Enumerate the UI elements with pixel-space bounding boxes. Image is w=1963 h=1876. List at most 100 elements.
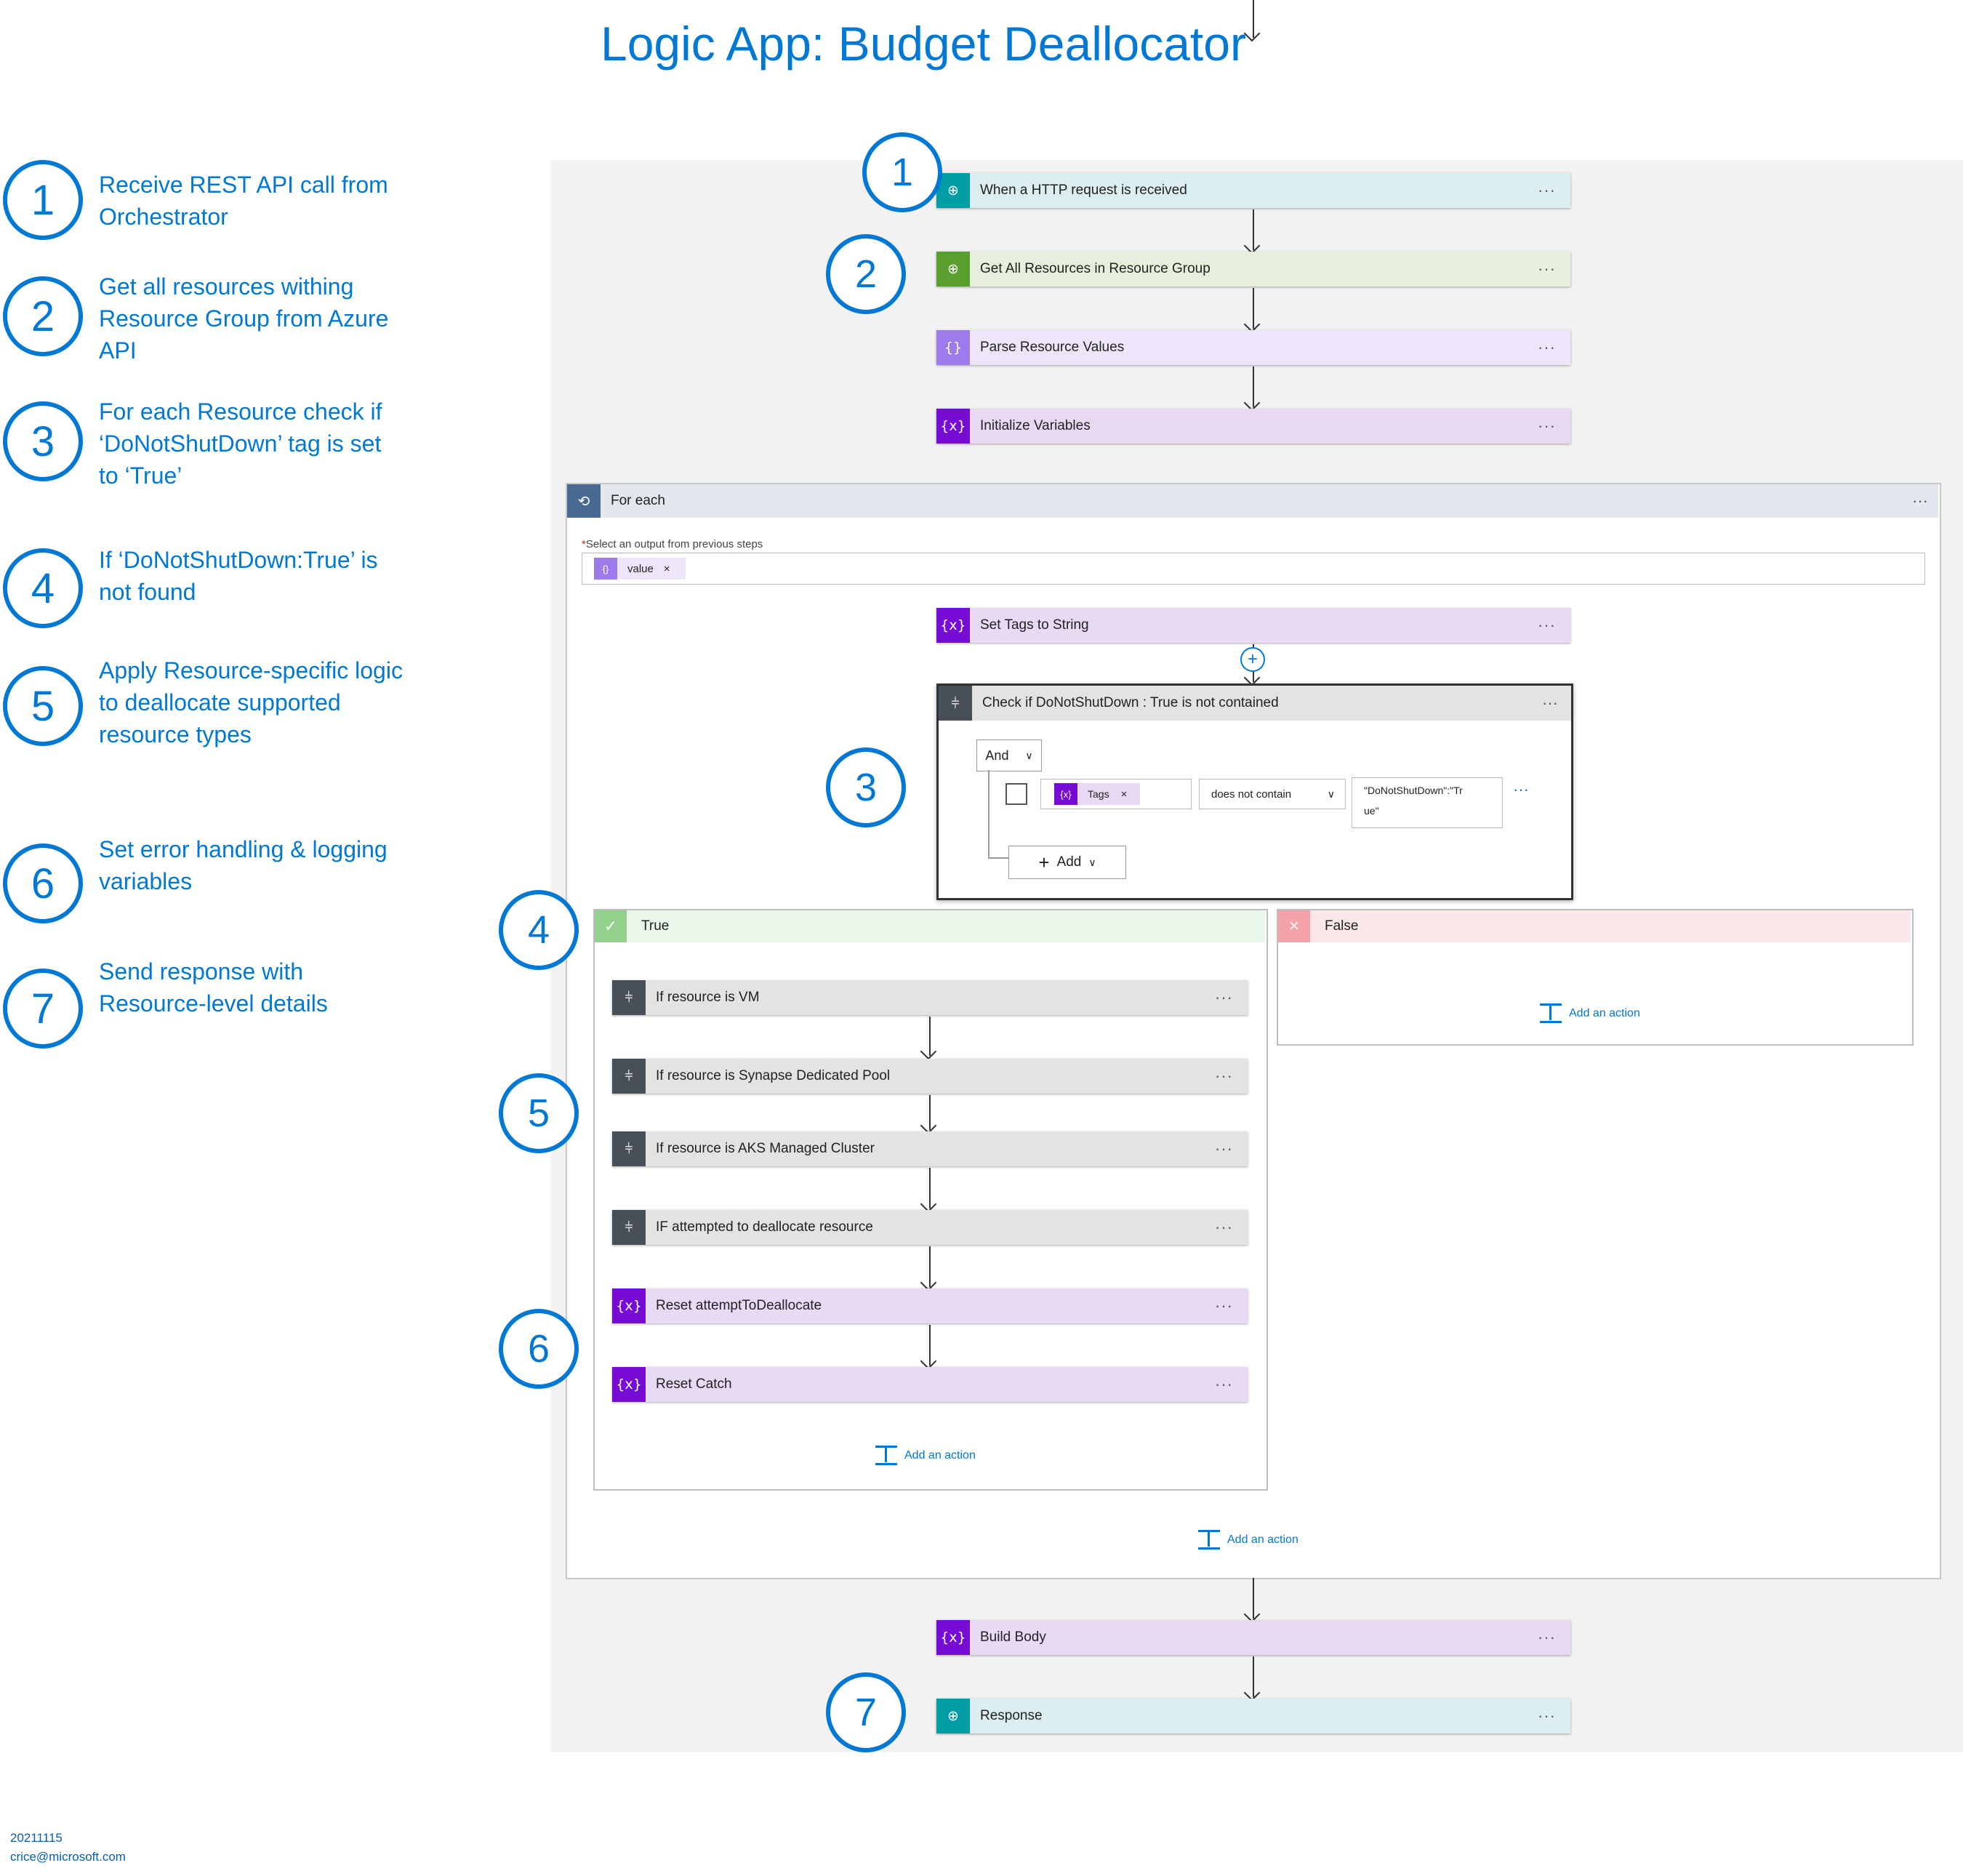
connector-arrow — [929, 1325, 931, 1366]
remove-token-icon[interactable]: × — [663, 562, 670, 575]
connector-arrow — [1253, 1578, 1254, 1619]
if-attempted-condition[interactable]: ⫩ IF attempted to deallocate resource ··… — [612, 1210, 1248, 1245]
action-title: Response — [980, 1708, 1043, 1723]
set-tags-action[interactable]: {x} Set Tags to String ··· — [936, 608, 1570, 643]
add-action-for-each[interactable]: Add an action — [1198, 1530, 1298, 1550]
legend-marker-6: 6 — [3, 843, 83, 923]
loop-icon: ⟲ — [567, 484, 601, 518]
condition-operand-right[interactable]: "DoNotShutDown":"Tr ue" — [1352, 777, 1503, 828]
more-options-icon[interactable]: ··· — [1215, 1218, 1233, 1236]
more-options-icon[interactable]: ··· — [1215, 1375, 1233, 1393]
if-aks-condition[interactable]: ⫩ If resource is AKS Managed Cluster ··· — [612, 1131, 1248, 1166]
condition-operand-left[interactable]: {x} Tags × — [1040, 779, 1192, 809]
legend-marker-3: 3 — [3, 401, 83, 481]
connector-arrow — [1253, 366, 1254, 407]
parse-json-icon: {} — [594, 558, 617, 580]
if-vm-condition[interactable]: ⫩ If resource is VM ··· — [612, 980, 1248, 1015]
operator-label: does not contain — [1211, 787, 1292, 801]
chevron-down-icon: ∨ — [1327, 787, 1335, 800]
condition-header[interactable]: ⫩ Check if DoNotShutDown : True is not c… — [939, 686, 1571, 721]
reset-attempt-action[interactable]: {x} Reset attemptToDeallocate ··· — [612, 1288, 1248, 1323]
action-title: If resource is AKS Managed Cluster — [656, 1141, 875, 1156]
add-action-true-branch[interactable]: Add an action — [875, 1446, 976, 1466]
add-action-label: Add an action — [904, 1449, 976, 1462]
operator-dropdown[interactable]: does not contain ∨ — [1199, 779, 1346, 809]
variable-icon: {x} — [612, 1288, 646, 1323]
required-asterisk: * — [582, 538, 586, 550]
legend-marker-4: 4 — [3, 548, 83, 628]
legend-text-2: Get all resources withing Resource Group… — [99, 273, 389, 364]
more-options-icon[interactable]: ··· — [1538, 616, 1556, 634]
globe-icon: ⊕ — [936, 1699, 970, 1733]
more-options-icon[interactable]: ··· — [1538, 181, 1556, 199]
add-label: Add — [1056, 854, 1082, 870]
more-options-icon[interactable]: ··· — [1538, 1707, 1556, 1725]
value-token[interactable]: {} value × — [594, 558, 686, 580]
action-title: IF attempted to deallocate resource — [656, 1219, 873, 1235]
row-options-icon[interactable]: ··· — [1513, 780, 1529, 798]
response-action[interactable]: ⊕ Response ··· — [936, 1699, 1570, 1733]
action-title: If resource is VM — [656, 990, 760, 1005]
build-body-action[interactable]: {x} Build Body ··· — [936, 1620, 1570, 1655]
condition-icon: ⫩ — [939, 686, 972, 721]
more-options-icon[interactable]: ··· — [1215, 1296, 1233, 1315]
chevron-down-icon: ∨ — [1088, 856, 1096, 868]
checkmark-icon: ✓ — [595, 910, 627, 942]
foreach-input[interactable]: {} value × — [582, 553, 1925, 585]
add-action-icon — [1198, 1530, 1220, 1550]
more-options-icon[interactable]: ··· — [1215, 1139, 1233, 1158]
get-all-resources-action[interactable]: ⊕ Get All Resources in Resource Group ··… — [936, 252, 1570, 286]
condition-icon: ⫩ — [612, 1059, 646, 1094]
parse-resource-values-action[interactable]: {} Parse Resource Values ··· — [936, 330, 1570, 365]
action-title: Get All Resources in Resource Group — [980, 261, 1211, 276]
initialize-variables-action[interactable]: {x} Initialize Variables ··· — [936, 409, 1570, 444]
legend-text-7: Send response with Resource-level detail… — [99, 958, 328, 1017]
legend-text-3: For each Resource check if ‘DoNotShutDow… — [99, 398, 382, 489]
action-title: When a HTTP request is received — [980, 183, 1187, 198]
action-title: Reset attemptToDeallocate — [656, 1298, 822, 1313]
row-checkbox[interactable] — [1005, 783, 1027, 805]
for-each-header[interactable]: ⟲ For each ··· — [567, 484, 1938, 518]
token-label: value — [627, 562, 654, 575]
insert-step-icon[interactable]: + — [1240, 647, 1265, 672]
condition-icon: ⫩ — [612, 980, 646, 1015]
true-label: True — [641, 918, 670, 934]
add-action-false-branch[interactable]: Add an action — [1540, 1003, 1640, 1024]
more-options-icon[interactable]: ··· — [1542, 694, 1558, 712]
http-request-trigger[interactable]: ⊕ When a HTTP request is received ··· — [936, 173, 1570, 208]
and-dropdown[interactable]: And ∨ — [976, 739, 1042, 771]
action-title: Initialize Variables — [980, 418, 1091, 433]
more-options-icon[interactable]: ··· — [1538, 260, 1556, 278]
more-options-icon[interactable]: ··· — [1538, 417, 1556, 435]
legend-text-1: Receive REST API call from Orchestrator — [99, 172, 388, 230]
more-options-icon[interactable]: ··· — [1215, 1067, 1233, 1085]
step-marker-5: 5 — [499, 1073, 579, 1153]
connector-arrow — [1253, 288, 1254, 329]
add-condition-button[interactable]: + Add ∨ — [1008, 846, 1126, 879]
false-branch-header[interactable]: × False — [1278, 910, 1911, 942]
condition-icon: ⫩ — [612, 1131, 646, 1166]
compare-value-line-2: ue" — [1364, 805, 1379, 817]
step-marker-2: 2 — [826, 234, 906, 314]
legend-text-6: Set error handling & logging variables — [99, 836, 388, 894]
footer-email: crice@microsoft.com — [10, 1850, 126, 1864]
connector-arrow — [929, 1017, 931, 1056]
foreach-field-label-wrap: *Select an output from previous steps — [582, 538, 763, 550]
remove-token-icon[interactable]: × — [1120, 787, 1128, 801]
for-each-title: For each — [611, 493, 665, 508]
more-options-icon[interactable]: ··· — [1912, 492, 1928, 510]
add-action-label: Add an action — [1569, 1007, 1640, 1019]
step-marker-6: 6 — [499, 1309, 579, 1389]
more-options-icon[interactable]: ··· — [1538, 338, 1556, 356]
globe-icon: ⊕ — [936, 173, 970, 208]
if-synapse-condition[interactable]: ⫩ If resource is Synapse Dedicated Pool … — [612, 1059, 1248, 1094]
true-branch-header[interactable]: ✓ True — [595, 910, 1265, 942]
and-label: And — [985, 747, 1009, 763]
more-options-icon[interactable]: ··· — [1538, 1628, 1556, 1646]
tags-token[interactable]: {x} Tags × — [1054, 783, 1140, 805]
reset-catch-action[interactable]: {x} Reset Catch ··· — [612, 1367, 1248, 1402]
add-action-icon — [875, 1446, 897, 1466]
add-action-label: Add an action — [1227, 1534, 1298, 1546]
more-options-icon[interactable]: ··· — [1215, 988, 1233, 1006]
false-label: False — [1325, 918, 1359, 934]
